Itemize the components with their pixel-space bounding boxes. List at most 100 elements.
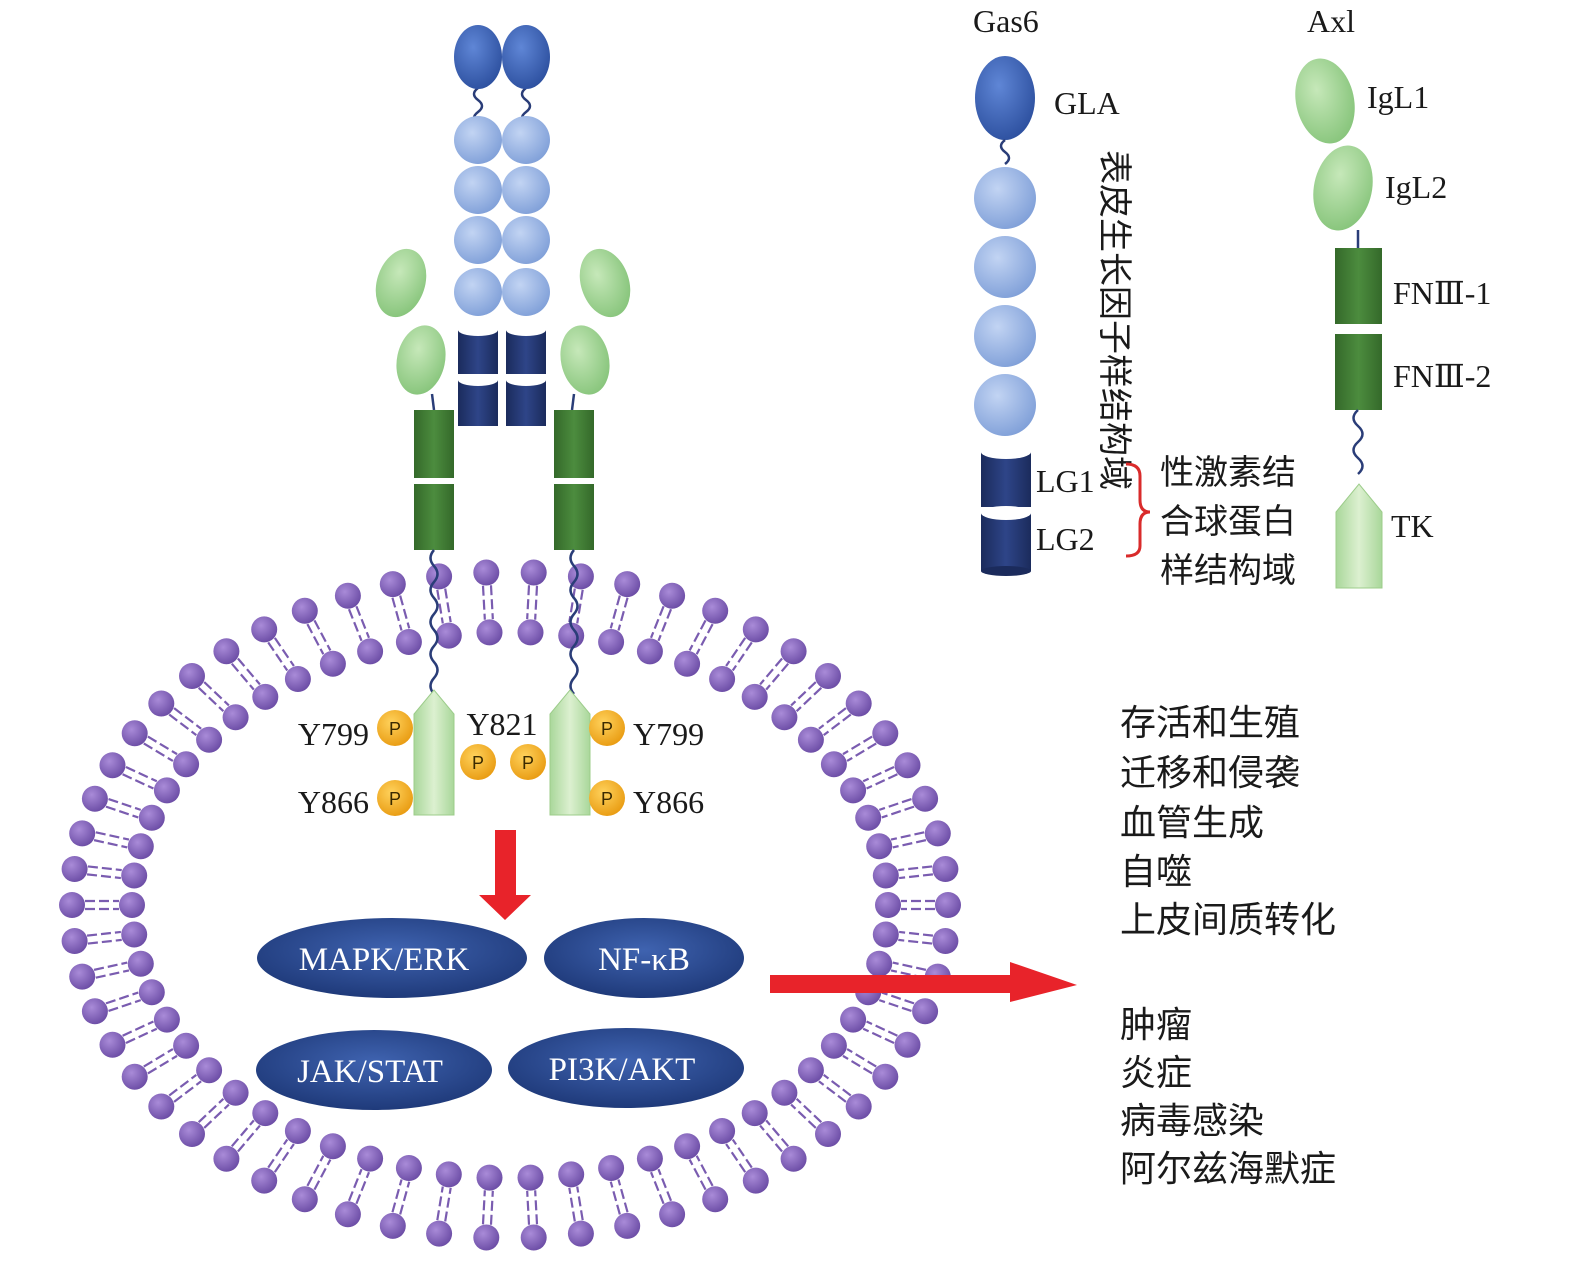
lipid-tail-pair — [568, 588, 584, 624]
lipid-head — [820, 1032, 847, 1059]
lipid-head — [319, 1133, 346, 1160]
svg-text:P: P — [601, 719, 613, 739]
svg-text:PI3K/AKT: PI3K/AKT — [549, 1052, 696, 1088]
outcome-disease-item: 肿瘤 — [1120, 1005, 1192, 1046]
lipid-tail-pair — [862, 1020, 898, 1044]
legend-egf-label: 表皮生长因子样结构域 — [1094, 150, 1134, 490]
svg-text:P: P — [389, 719, 401, 739]
lipid-tail-pair — [842, 1048, 877, 1075]
legend-igl1-shape — [1295, 58, 1355, 144]
lipid-head — [99, 752, 126, 779]
lipid-head — [520, 559, 547, 586]
lipid-head — [473, 1224, 500, 1251]
phospho-site-left-top: Y799 P — [298, 710, 413, 752]
lipid-head — [780, 638, 807, 665]
lipid-head — [702, 1186, 729, 1213]
lipid-tail-pair — [878, 797, 915, 819]
lipid-tail-pair — [901, 899, 935, 911]
lipid-head — [614, 1212, 641, 1239]
lipid-head — [251, 1167, 278, 1194]
lipid-head — [636, 638, 663, 665]
outcome-function-item: 自噬 — [1120, 852, 1192, 893]
legend-lg-domain-label: 性激素结 合球蛋白 样结构域 — [1160, 453, 1296, 591]
lipid-tail-pair — [842, 735, 877, 762]
lipid-head — [334, 1201, 361, 1228]
svg-text:合球蛋白: 合球蛋白 — [1160, 502, 1296, 542]
legend-axl-title: Axl — [1307, 3, 1355, 39]
lipid-head — [435, 1161, 462, 1188]
lipid-head — [81, 998, 108, 1025]
lipid-head — [520, 1224, 547, 1251]
lipid-head — [840, 1006, 867, 1033]
outcome-function-item: 上皮间质转化 — [1120, 900, 1336, 941]
lipid-head — [127, 833, 154, 860]
legend-fn2-shape — [1335, 334, 1382, 410]
lipid-head — [517, 1164, 544, 1191]
gas6-egf-domains-right — [502, 116, 550, 316]
lipid-head — [121, 921, 148, 948]
outcome-function-item: 存活和生殖 — [1120, 703, 1300, 744]
lipid-head — [213, 638, 240, 665]
lipid-head — [875, 892, 901, 918]
lipid-tail-pair — [230, 1119, 261, 1153]
lipid-tail-pair — [898, 930, 934, 945]
lipid-head — [797, 726, 824, 753]
lipid-head — [815, 1121, 841, 1147]
lipid-head — [148, 1093, 175, 1120]
outcome-diseases-list: 肿瘤 炎症 病毒感染 阿尔兹海默症 — [1120, 1005, 1336, 1190]
lipid-head — [196, 1057, 223, 1084]
svg-text:JAK/STAT: JAK/STAT — [297, 1054, 443, 1090]
lipid-head — [912, 785, 939, 812]
lipid-tail-pair — [267, 637, 295, 672]
phospho-site-right-bottom: P Y866 — [589, 780, 704, 820]
lipid-head — [741, 683, 768, 710]
gas6-egf-domains-left — [454, 116, 502, 316]
lipid-head — [222, 1079, 249, 1106]
lipid-head — [357, 1145, 384, 1172]
lipid-head — [121, 862, 148, 889]
lipid-tail-pair — [306, 619, 332, 655]
lipid-head — [153, 777, 180, 804]
lipid-head — [674, 650, 701, 677]
lipid-head — [196, 726, 223, 753]
lipid-head — [771, 1079, 798, 1106]
lipid-head — [742, 616, 769, 643]
lipid-head — [395, 629, 422, 655]
lipid-head — [69, 963, 96, 990]
lipid-head — [912, 998, 939, 1025]
lipid-head — [476, 619, 503, 646]
lipid-head — [252, 683, 279, 710]
lipid-head — [872, 720, 899, 747]
legend-lg2-label: LG2 — [1036, 521, 1095, 557]
lipid-tail-pair — [759, 657, 790, 691]
legend-lg1-label: LG1 — [1036, 463, 1095, 499]
lipid-tail-pair — [122, 1020, 158, 1044]
lipid-head — [222, 704, 249, 731]
lipid-tail-pair — [93, 831, 130, 849]
lipid-head — [659, 582, 686, 609]
lipid-head — [872, 862, 899, 889]
lipid-tail-pair — [609, 1179, 629, 1215]
lipid-tail-pair — [391, 1179, 411, 1215]
lipid-head — [742, 1167, 769, 1194]
lipid-tail-pair — [609, 595, 629, 631]
lipid-tail-pair — [93, 961, 130, 979]
lipid-head — [674, 1133, 701, 1160]
lipid-head — [291, 1186, 318, 1213]
lipid-tail-pair — [481, 585, 494, 620]
lipid-head — [558, 1161, 585, 1188]
lipid-head — [179, 663, 205, 689]
legend-fn1-shape — [1335, 248, 1382, 324]
lipid-head — [932, 928, 959, 954]
legend-tk-label: TK — [1391, 508, 1434, 544]
lipid-head — [284, 666, 311, 692]
svg-text:性激素结: 性激素结 — [1160, 453, 1296, 493]
legend-gla-label: GLA — [1054, 85, 1120, 121]
legend-lg-bracket — [1125, 462, 1151, 558]
legend-egf-shapes — [974, 167, 1036, 436]
lipid-tail-pair — [818, 707, 852, 736]
lipid-head — [334, 582, 361, 609]
lipid-tail-pair — [526, 1190, 539, 1225]
lipid-tail-pair — [649, 605, 673, 642]
lipid-head — [894, 1031, 921, 1058]
